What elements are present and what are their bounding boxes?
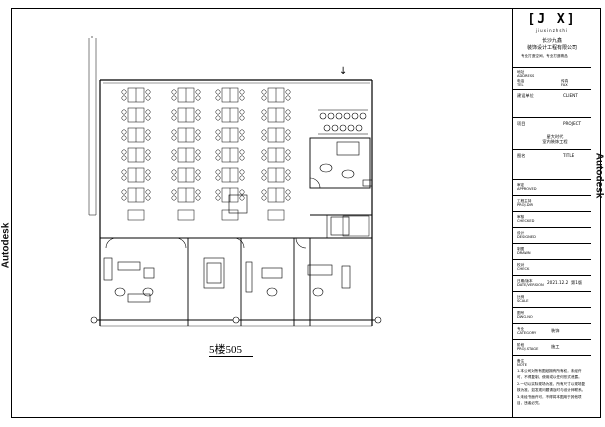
design-label-en: DESIGNED	[517, 235, 536, 239]
workstation-cluster	[121, 147, 151, 163]
notes-label-en: NOTE	[517, 363, 527, 367]
workstation-cluster	[215, 87, 245, 103]
workstation-cluster	[171, 127, 201, 143]
chief-label: 工程主持	[517, 199, 532, 203]
company-logo-subtitle: jiuxinzhshi	[535, 28, 569, 33]
project-label: 项目	[517, 121, 526, 126]
workstation-cluster	[121, 127, 151, 143]
workstation-cluster	[261, 147, 291, 163]
tb-chief-row: 工程主持 PROJ.DIR	[513, 196, 591, 212]
category-value: 装饰	[551, 328, 560, 333]
tb-check-row: 审核 CHECKED	[513, 212, 591, 228]
check-label: 审核	[517, 215, 525, 219]
plan-label-underline	[209, 356, 253, 357]
design-label: 设计	[517, 231, 525, 235]
tb-approve-row: 审定 APPROVED	[513, 180, 591, 196]
stage-label: 阶段	[517, 343, 525, 347]
company-tagline: 专业打造空间，专业打造精品	[521, 54, 568, 58]
workstation-cluster	[171, 187, 201, 203]
client-label-en: CLIENT	[563, 93, 578, 98]
approve-label-en: APPROVED	[517, 187, 537, 191]
plan-label: 5楼505	[209, 344, 242, 356]
tb-client-row: 建设单位 CLIENT	[513, 90, 591, 118]
category-label: 专业	[517, 327, 525, 331]
draw-label: 制图	[517, 247, 525, 251]
workstation-end	[127, 209, 145, 221]
check-label-en: CHECKED	[517, 219, 535, 223]
workstation-cluster	[121, 87, 151, 103]
tb-stage-row: 阶段 PROJ.STAGE 施工	[513, 340, 591, 356]
address-label: 地址	[517, 70, 525, 74]
workstation-cluster	[261, 187, 291, 203]
category-label-en: CATEGORY	[517, 331, 537, 335]
workstation-cluster	[215, 167, 245, 183]
company-name-line: 长沙九鑫 装饰设计工程有限公司	[526, 38, 577, 51]
tel-label-en: TEL	[517, 83, 524, 87]
workstation-cluster	[121, 187, 151, 203]
date-label-en: DATE/VERSION	[517, 283, 544, 287]
stage-value: 施工	[551, 344, 560, 349]
tb-contact-row: 地址 ADDRESS 电话 TEL 传真 FAX	[513, 68, 591, 90]
workstation-cluster	[261, 107, 291, 123]
title-block: [J X] jiuxinzhshi 长沙九鑫 装饰设计工程有限公司 专业打造空间…	[512, 8, 591, 418]
project-label-en: PROJECT	[563, 121, 582, 126]
fax-label-en: FAX	[561, 83, 568, 87]
workstation-end	[267, 209, 285, 221]
workstation-cluster	[215, 187, 245, 203]
draw-label-en: DRAWN	[517, 251, 531, 255]
date-value: 2021.12.2	[547, 280, 569, 285]
workstation-cluster	[215, 127, 245, 143]
workstation-cluster	[171, 87, 201, 103]
drawing-no-label: 图号	[517, 311, 525, 315]
tb-drawing-no-row: 图号 DWG.NO	[513, 308, 591, 324]
tb-header-row	[513, 8, 591, 68]
entry-arrow-icon: ↓	[339, 66, 347, 77]
project-value: 星大时代 室内装饰工程	[542, 134, 568, 144]
sheet-border	[11, 8, 601, 418]
drawing-no-label-en: DWG.NO	[517, 315, 533, 319]
client-label: 建设单位	[517, 93, 534, 98]
tb-design-row: 设计 DESIGNED	[513, 228, 591, 244]
company-logo: [J X]	[527, 12, 577, 27]
scale-label-en: SCALE	[517, 299, 529, 303]
tb-project-row: 项目 PROJECT 星大时代 室内装饰工程	[513, 118, 591, 150]
tb-draw-row: 制图 DRAWN	[513, 244, 591, 260]
notes-text: 1.本公司对所有图纸拥有所有权，未经许可，不得复制、使用或以任何形式泄露。 2.…	[517, 369, 586, 406]
workstation-cluster	[261, 127, 291, 143]
workstation-cluster	[215, 147, 245, 163]
scale-label: 比例	[517, 295, 525, 299]
date-label: 日期/版本	[517, 279, 533, 283]
notes-label: 备注	[517, 359, 525, 363]
workstation-end	[221, 209, 239, 221]
workstation-end	[177, 209, 195, 221]
tb-title-row: 图名 TITLE	[513, 150, 591, 180]
stage-label-en: PROJ.STAGE	[517, 347, 539, 351]
sheet-value: 第1版	[571, 280, 583, 285]
tb-proofread-row: 校对 CHECK	[513, 260, 591, 276]
tel-label: 电话	[517, 79, 525, 83]
tb-notes-section: 备注 NOTE 1.本公司对所有图纸拥有所有权，未经许可，不得复制、使用或以任何…	[513, 356, 591, 418]
tb-category-row: 专业 CATEGORY 装饰	[513, 324, 591, 340]
workstation-cluster	[171, 107, 201, 123]
tb-date-row: 日期/版本 DATE/VERSION 2021.12.2 第1版	[513, 276, 591, 292]
approve-label: 审定	[517, 183, 525, 187]
workstation-cluster	[261, 167, 291, 183]
title-label: 图名	[517, 153, 526, 158]
workstation-cluster	[121, 107, 151, 123]
workstation-cluster	[215, 107, 245, 123]
fax-label: 传真	[561, 79, 569, 83]
watermark-right: Autodesk	[593, 152, 605, 199]
proofread-label-en: CHECK	[517, 267, 530, 271]
proofread-label: 校对	[517, 263, 525, 267]
title-label-en: TITLE	[563, 153, 575, 158]
floor-plan-drawing: ↓	[88, 36, 382, 327]
workstation-cluster	[171, 167, 201, 183]
chief-label-en: PROJ.DIR	[517, 203, 534, 207]
workstation-cluster	[171, 147, 201, 163]
company-name: 长沙九鑫 装饰设计工程有限公司	[521, 38, 583, 52]
tb-scale-row: 比例 SCALE	[513, 292, 591, 308]
workstation-cluster	[121, 167, 151, 183]
address-label-en: ADDRESS	[517, 74, 535, 78]
workstation-cluster	[261, 87, 291, 103]
